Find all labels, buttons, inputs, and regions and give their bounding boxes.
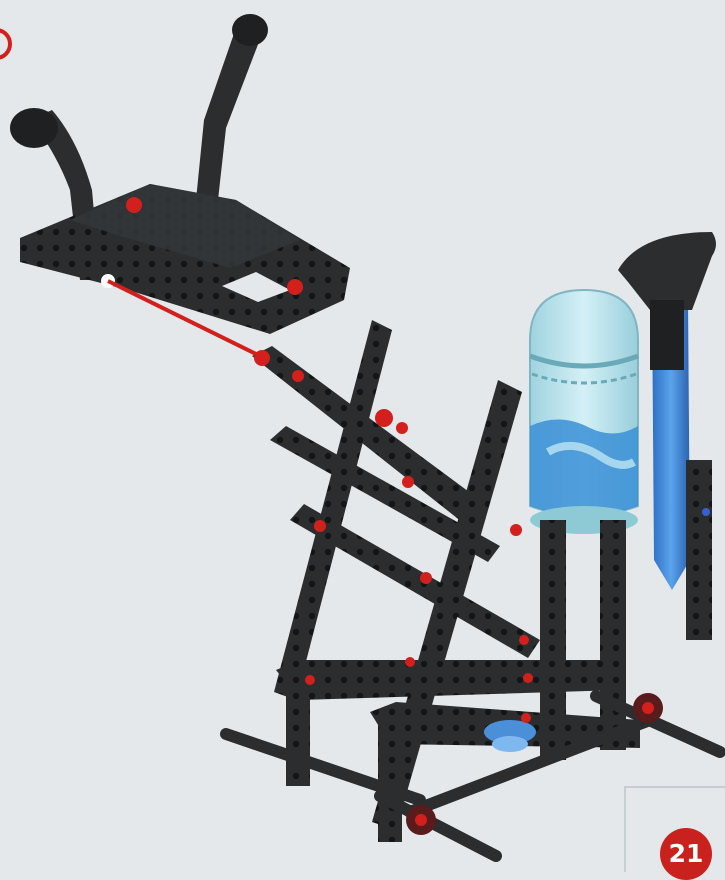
red-pin <box>521 713 531 723</box>
red-pin <box>396 422 408 434</box>
axle-nut <box>415 814 427 826</box>
red-pin <box>519 635 529 645</box>
red-pin <box>420 572 432 584</box>
seat-subassembly <box>10 14 350 334</box>
red-pin <box>254 350 270 366</box>
red-pin <box>402 476 414 488</box>
marker-partial <box>0 30 10 58</box>
tank-post <box>600 520 626 750</box>
cross-beam <box>290 504 540 658</box>
lower-beam <box>276 660 620 700</box>
pump-grip <box>618 232 716 310</box>
blue-gear <box>492 736 528 752</box>
water-tank <box>530 290 638 534</box>
pump-rod <box>650 300 684 370</box>
red-pin <box>287 279 303 295</box>
red-pin <box>510 524 522 536</box>
left-post-cap <box>10 108 58 148</box>
right-curved-post <box>196 22 262 200</box>
pump-side-beam <box>686 460 712 640</box>
right-post-cap <box>232 14 268 46</box>
red-pin <box>292 370 304 382</box>
main-frame <box>226 320 720 856</box>
blue-pin <box>702 508 710 516</box>
front-leg <box>286 676 310 786</box>
red-pin <box>375 409 393 427</box>
red-pin <box>523 673 533 683</box>
front-leg <box>378 712 402 842</box>
red-pin <box>126 197 142 213</box>
red-pin <box>305 675 315 685</box>
axle-nut <box>642 702 654 714</box>
step-number-badge: 21 <box>660 828 712 880</box>
red-pin <box>314 520 326 532</box>
red-pin <box>405 657 415 667</box>
